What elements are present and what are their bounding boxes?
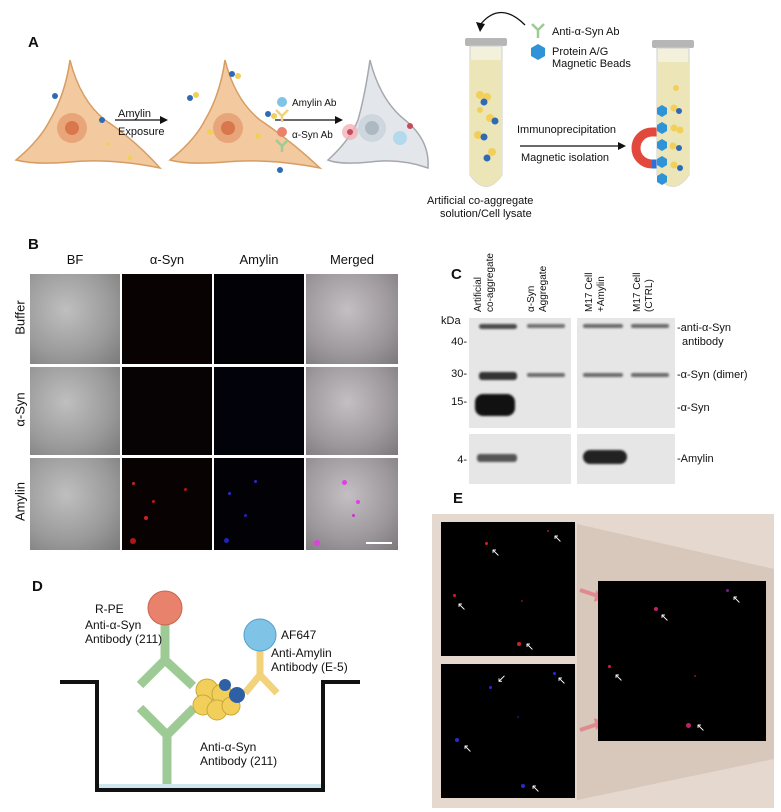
row-label-amylin: Amylin (12, 482, 28, 522)
panel-b-letter: B (28, 236, 39, 253)
column-label-bf: BF (66, 252, 84, 267)
lane-label-3-line2: +Amylin (596, 276, 607, 312)
micrograph-asyn-asyn (122, 367, 212, 455)
lane-label-2-line2: Aggregate (538, 265, 549, 312)
capture-antibody-icon (136, 704, 198, 784)
lane-label-3-line1: M17 Cell (584, 272, 595, 312)
amylin-ab-label: Amylin Ab (292, 98, 337, 109)
label-anti-asyn-antibody-line1: -anti-α-Syn (677, 322, 732, 334)
marker-40: 40- (451, 336, 467, 348)
magnetic-bead-legend-icon (531, 44, 545, 60)
anti-asyn-bottom-line1: Anti-α-Syn (200, 740, 257, 754)
asyn-ab-label: α-Syn Ab (292, 130, 333, 141)
legend-beads-line1: Protein A/G (552, 46, 609, 58)
lane-label-4-line2: (CTRL) (644, 279, 655, 312)
anti-asyn-top-line2: Antibody (211) (85, 632, 163, 646)
anti-amylin-line2: Antibody (E-5) (271, 660, 348, 674)
marker-15: 15- (451, 396, 467, 408)
marker-4: 4- (457, 454, 467, 466)
column-label-asyn: α-Syn (149, 252, 185, 267)
amylin-antibody-icon (275, 97, 289, 122)
label-anti-asyn-antibody-line2: antibody (682, 336, 724, 348)
micrograph-amylin-amylin (214, 458, 304, 550)
panel-a-letter: A (28, 34, 39, 51)
panel-a-cells-diagram (14, 59, 429, 173)
panel-e-letter: E (453, 490, 464, 507)
micrograph-amylin-asyn (122, 458, 212, 550)
legend-anti-asyn-ab: Anti-α-Syn Ab (552, 26, 620, 38)
lane-label-1-line1: Artificial (473, 276, 484, 312)
anti-amylin-line1: Anti-Amylin (271, 646, 332, 660)
column-label-amylin: Amylin (239, 252, 279, 267)
row-label-asyn: α-Syn (12, 392, 28, 427)
label-amylin-band: -Amylin (677, 453, 714, 465)
neuron-cell-stained (326, 59, 429, 170)
amylin-exposure-label-line1: Amylin (118, 108, 152, 120)
lane-label-4-line1: M17 Cell (632, 272, 643, 312)
micrograph-asyn-bf (30, 367, 120, 455)
anti-asyn-ab-legend-icon (531, 23, 545, 38)
tube-right (652, 40, 694, 187)
label-asyn-dimer: -α-Syn (dimer) (677, 369, 748, 381)
asyn-antibody-icon (275, 127, 289, 152)
micrograph-asyn-amylin (214, 367, 304, 455)
micrograph-asyn-merged (306, 367, 398, 455)
blot-upper-right (577, 318, 675, 428)
sandwich-assay-diagram (60, 590, 360, 792)
neuron-cell-amylin-exposed (168, 59, 323, 173)
blot-lower-left (469, 434, 571, 484)
micrograph-buffer-merged (306, 274, 398, 364)
blot-upper-left (469, 318, 571, 428)
tube-caption-line2: solution/Cell lysate (440, 208, 532, 220)
tube-caption-line1: Artificial co-aggregate (427, 195, 534, 207)
marker-30: 30- (451, 368, 467, 380)
label-asyn-monomer: -α-Syn (677, 402, 710, 414)
amylin-exposure-label-line2: Exposure (118, 126, 165, 138)
row-label-buffer: Buffer (12, 300, 28, 335)
lane-label-2-line1: α-Syn (526, 285, 537, 312)
blot-lower-right (577, 434, 675, 484)
micrograph-buffer-amylin (214, 274, 304, 364)
panel-d-letter: D (32, 578, 43, 595)
kda-label: kDa (441, 315, 461, 327)
anti-asyn-bottom-line2: Antibody (211) (200, 754, 278, 768)
scale-bar (366, 542, 392, 544)
tir-image-red-channel: ↖ ↖ ↖ ↖ (441, 522, 575, 656)
rpe-label: R-PE (95, 602, 124, 616)
detection-antibody-asyn-icon (136, 590, 197, 690)
anti-asyn-top-line1: Anti-α-Syn (85, 618, 142, 632)
tir-image-blue-channel: ↙ ↖ ↖ ↖ (441, 664, 575, 798)
micrograph-amylin-bf (30, 458, 120, 550)
panel-c-letter: C (451, 266, 462, 283)
ip-schematic (465, 11, 694, 187)
magnetic-isolation-label: Magnetic isolation (521, 152, 610, 164)
detection-antibody-amylin-icon (242, 618, 280, 696)
neuron-cell-untreated (14, 59, 163, 170)
co-aggregate-icon (192, 678, 245, 721)
micrograph-buffer-asyn (122, 274, 212, 364)
tube-left (465, 38, 507, 187)
micrograph-buffer-bf (30, 274, 120, 364)
tir-image-merged: ↖ ↖ ↖ ↖ (598, 581, 766, 741)
column-label-merged: Merged (329, 252, 375, 267)
immunoprecipitation-label: Immunoprecipitation (517, 124, 617, 136)
legend-beads-line2: Magnetic Beads (552, 58, 631, 70)
lane-label-1-line2: co-aggregate (485, 253, 496, 312)
af647-label: AF647 (281, 628, 317, 642)
micrograph-amylin-merged (306, 458, 398, 550)
